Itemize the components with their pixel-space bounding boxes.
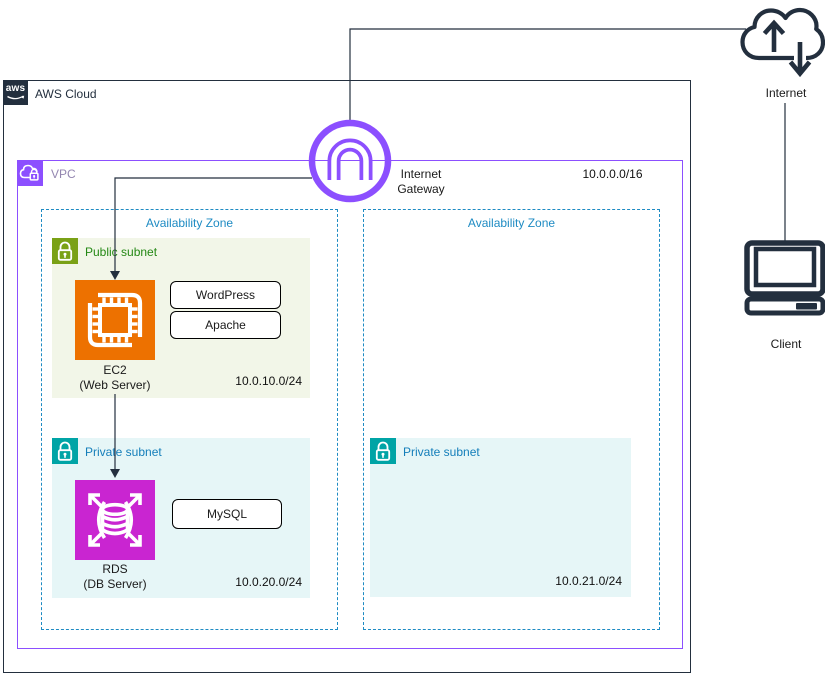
wordpress-box: WordPress bbox=[170, 281, 281, 309]
availability-zone-2 bbox=[363, 209, 660, 630]
rds-label: RDS (DB Server) bbox=[83, 562, 147, 591]
ec2-label: EC2 (Web Server) bbox=[79, 363, 151, 392]
vpc-icon bbox=[17, 160, 43, 186]
private-subnet-a-label: Private subnet bbox=[85, 445, 162, 459]
internet-label: Internet bbox=[765, 86, 807, 100]
ec2-icon bbox=[75, 280, 155, 360]
private-subnet-b-label: Private subnet bbox=[403, 445, 480, 459]
public-subnet-label: Public subnet bbox=[85, 245, 158, 259]
client-computer-icon bbox=[742, 238, 825, 318]
vpc-label: VPC bbox=[51, 167, 76, 181]
internet-cloud-icon bbox=[738, 2, 825, 84]
public-subnet-lock-icon bbox=[52, 238, 78, 264]
client-label: Client bbox=[770, 337, 802, 351]
public-subnet-cidr: 10.0.10.0/24 bbox=[235, 374, 302, 388]
vpc-container bbox=[17, 160, 683, 649]
aws-cloud-label: AWS Cloud bbox=[35, 87, 97, 101]
private-subnet-b-cidr: 10.0.21.0/24 bbox=[555, 574, 622, 588]
aws-cloud-container bbox=[3, 80, 691, 673]
vpc-cidr: 10.0.0.0/16 bbox=[582, 167, 643, 181]
availability-zone-2-label: Availability Zone bbox=[467, 216, 556, 230]
rds-icon bbox=[75, 480, 155, 560]
apache-box: Apache bbox=[170, 311, 281, 339]
private-subnet-b bbox=[370, 438, 631, 597]
internet-gateway-icon bbox=[308, 119, 392, 203]
mysql-box: MySQL bbox=[172, 499, 282, 529]
private-subnet-b-lock-icon bbox=[370, 438, 396, 464]
private-subnet-a-lock-icon bbox=[52, 438, 78, 464]
internet-gateway-label: Internet Gateway bbox=[397, 167, 445, 196]
aws-logo-text: aws bbox=[5, 83, 26, 94]
availability-zone-1-label: Availability Zone bbox=[145, 216, 234, 230]
aws-logo-icon: aws bbox=[3, 80, 28, 105]
private-subnet-a-cidr: 10.0.20.0/24 bbox=[235, 575, 302, 589]
